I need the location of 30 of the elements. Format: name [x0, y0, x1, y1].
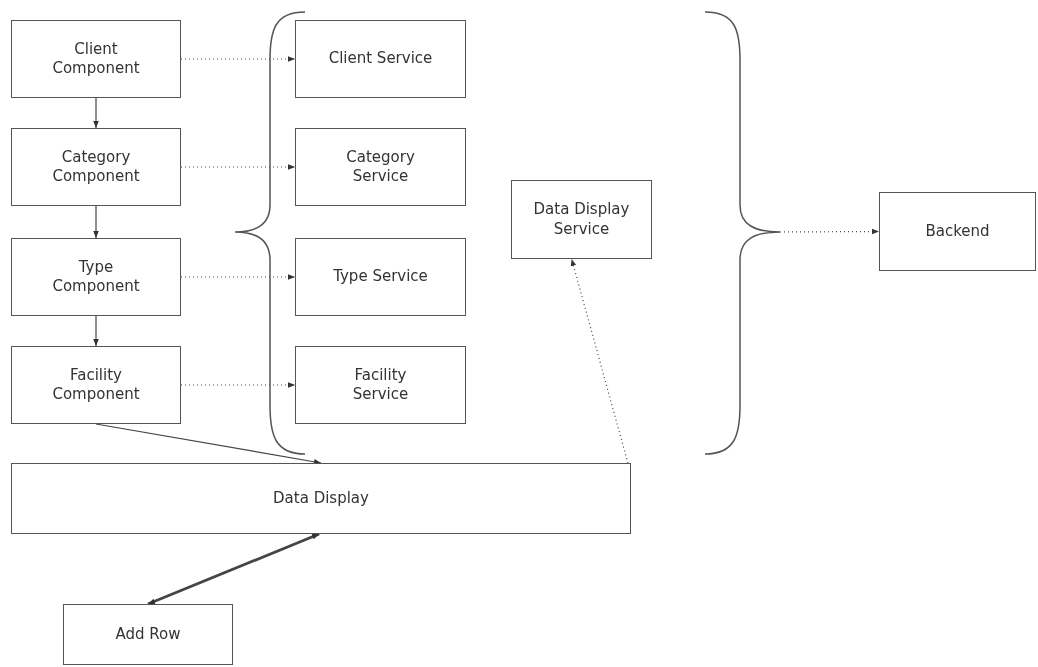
process-box [11, 346, 181, 424]
box-label: Category Service [345, 147, 416, 187]
box-label: Facility Component [51, 365, 141, 405]
box-label: Add Row [115, 624, 181, 645]
arrow [147, 532, 320, 606]
process-box [295, 128, 466, 206]
curly-brace [705, 10, 783, 456]
box-label: Type Service [333, 267, 428, 287]
box-label: Type Component [51, 257, 141, 297]
arrow [93, 205, 99, 239]
arrow [779, 228, 880, 235]
process-box [11, 238, 181, 316]
box-label: Backend [925, 221, 990, 242]
process-box [879, 192, 1036, 271]
process-box [295, 238, 466, 316]
box-label: Data Display [273, 488, 369, 509]
box-label: Client Component [51, 39, 141, 79]
arrow [93, 315, 99, 347]
process-box [511, 180, 652, 259]
box-label: Data Display Service [532, 200, 631, 239]
process-box [11, 463, 631, 534]
process-box [295, 346, 466, 424]
process-box [11, 128, 181, 206]
process-box [63, 604, 233, 665]
process-box [295, 20, 466, 98]
box-label: Facility Service [351, 365, 410, 405]
arrow [93, 97, 99, 129]
process-box [11, 20, 181, 98]
box-label: Client Service [328, 49, 433, 69]
box-label: Category Component [51, 147, 141, 187]
